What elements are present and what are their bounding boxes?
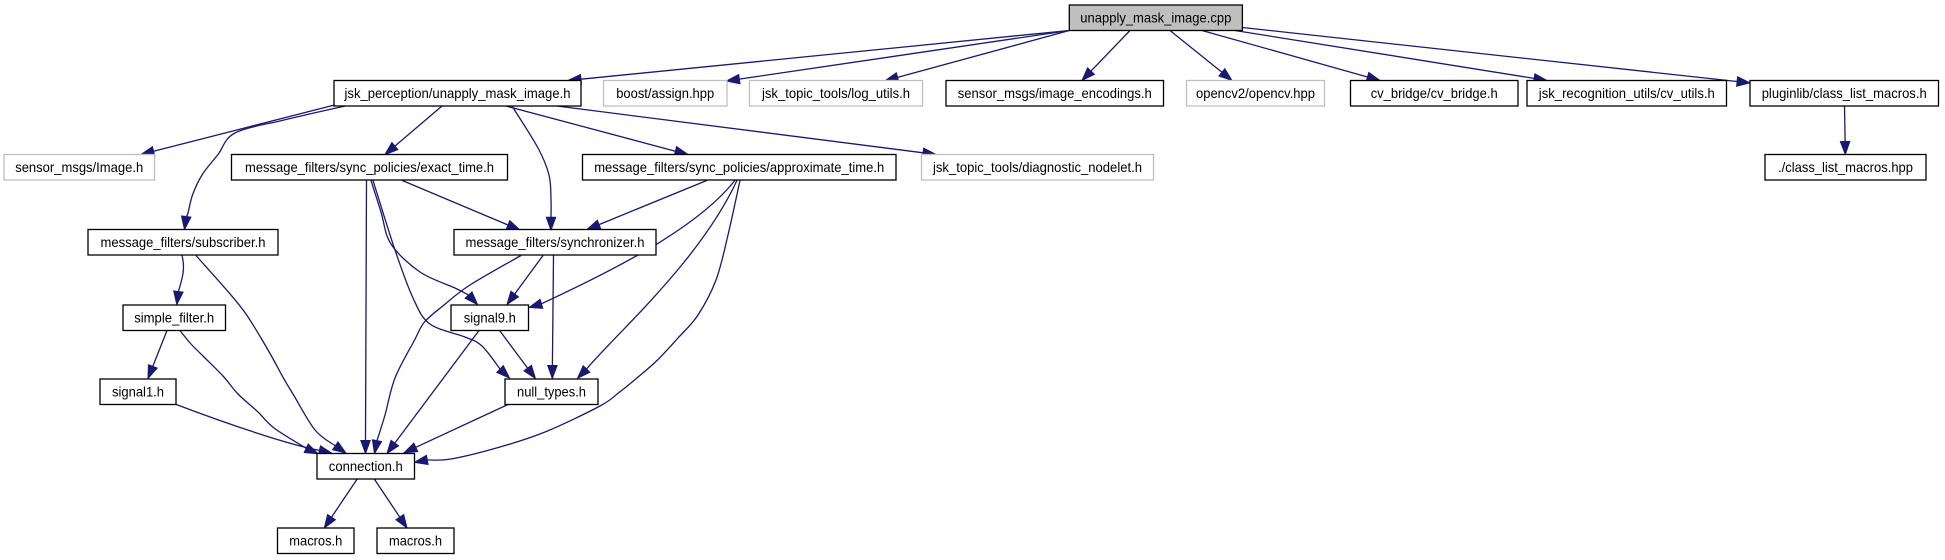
svg-text:opencv2/opencv.hpp: opencv2/opencv.hpp bbox=[1196, 85, 1315, 101]
svg-text:unapply_mask_image.cpp: unapply_mask_image.cpp bbox=[1080, 10, 1231, 26]
svg-text:connection.h: connection.h bbox=[329, 458, 403, 474]
svg-text:jsk_topic_tools/diagnostic_nod: jsk_topic_tools/diagnostic_nodelet.h bbox=[932, 159, 1142, 175]
svg-text:message_filters/sync_policies/: message_filters/sync_policies/exact_time… bbox=[245, 159, 494, 175]
svg-text:simple_filter.h: simple_filter.h bbox=[134, 310, 214, 326]
svg-text:signal1.h: signal1.h bbox=[112, 384, 164, 400]
svg-text:jsk_perception/unapply_mask_im: jsk_perception/unapply_mask_image.h bbox=[344, 85, 571, 101]
svg-text:signal9.h: signal9.h bbox=[464, 310, 516, 326]
svg-text:macros.h: macros.h bbox=[389, 533, 442, 549]
svg-text:null_types.h: null_types.h bbox=[517, 384, 586, 400]
svg-text:message_filters/sync_policies/: message_filters/sync_policies/approximat… bbox=[594, 159, 884, 175]
svg-text:boost/assign.hpp: boost/assign.hpp bbox=[616, 85, 714, 101]
svg-text:message_filters/subscriber.h: message_filters/subscriber.h bbox=[101, 234, 266, 250]
svg-text:sensor_msgs/Image.h: sensor_msgs/Image.h bbox=[15, 159, 143, 175]
svg-text:sensor_msgs/image_encodings.h: sensor_msgs/image_encodings.h bbox=[958, 85, 1152, 101]
svg-text:jsk_topic_tools/log_utils.h: jsk_topic_tools/log_utils.h bbox=[761, 85, 910, 101]
svg-text:pluginlib/class_list_macros.h: pluginlib/class_list_macros.h bbox=[1762, 85, 1927, 101]
svg-text:macros.h: macros.h bbox=[289, 533, 342, 549]
svg-text:cv_bridge/cv_bridge.h: cv_bridge/cv_bridge.h bbox=[1371, 85, 1498, 101]
svg-text:jsk_recognition_utils/cv_utils: jsk_recognition_utils/cv_utils.h bbox=[1538, 85, 1715, 101]
svg-text:message_filters/synchronizer.h: message_filters/synchronizer.h bbox=[466, 234, 645, 250]
svg-text:./class_list_macros.hpp: ./class_list_macros.hpp bbox=[1778, 159, 1913, 175]
